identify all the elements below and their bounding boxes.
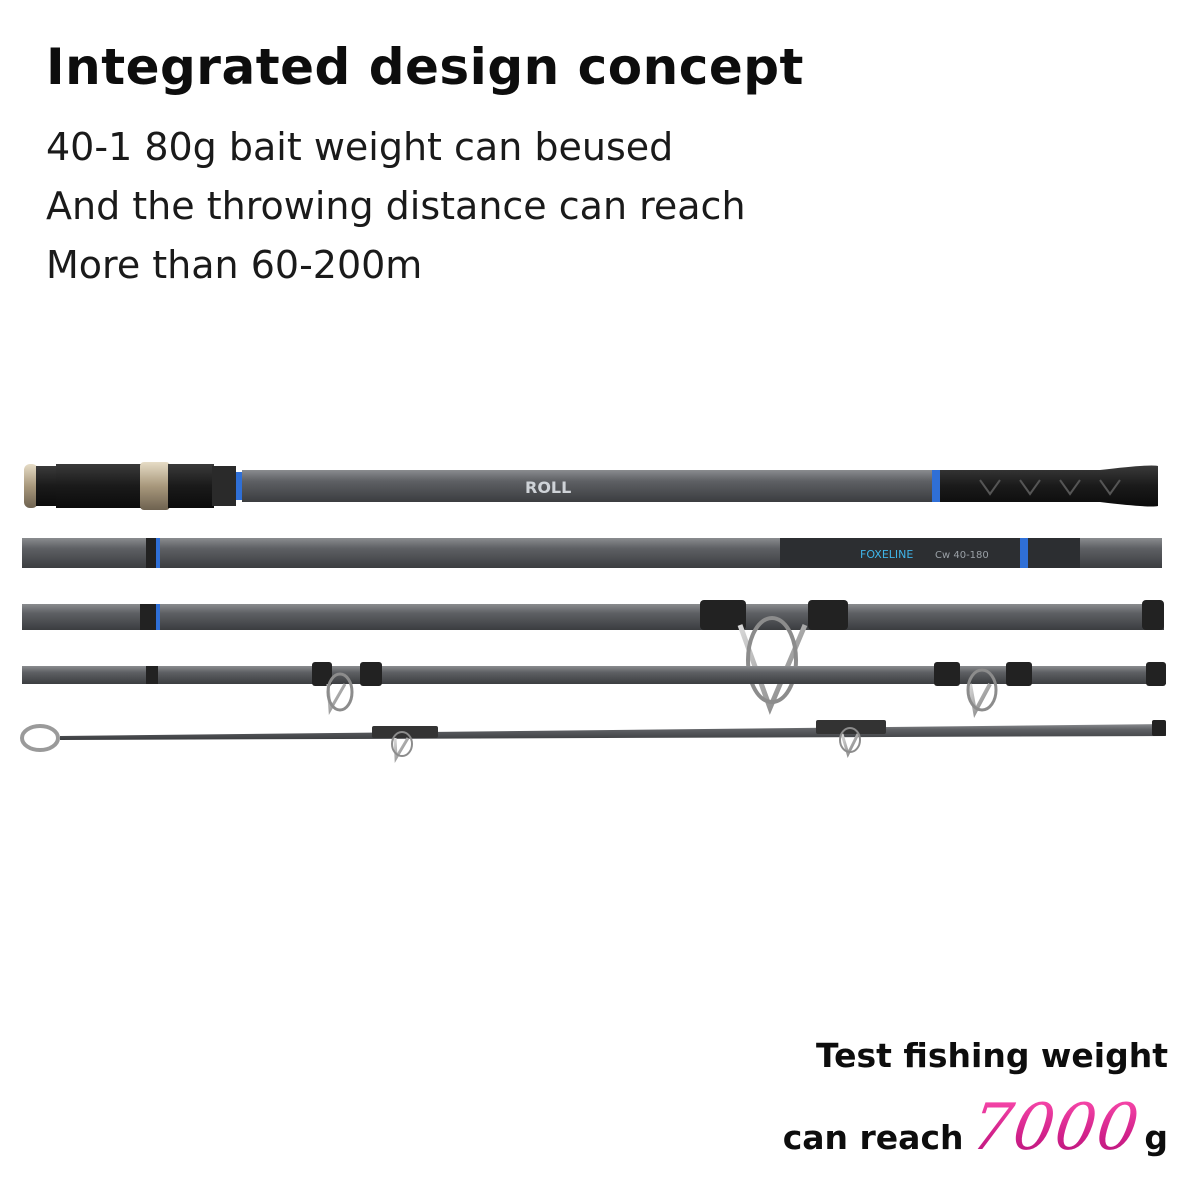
fishing-rod-sections-illustration: ROLL FOXELINE Cw 40-180 <box>20 462 1166 764</box>
rod-section-tip <box>20 720 1166 764</box>
spec-line-throwing-distance: And the throwing distance can reach <box>46 184 746 228</box>
rod-section-3 <box>22 600 1164 715</box>
rod-section2-spec: Cw 40-180 <box>935 550 989 561</box>
rod-section-2: FOXELINE Cw 40-180 <box>22 538 1162 568</box>
rod-brand-mark: ROLL <box>525 478 571 497</box>
rod-section-4 <box>22 662 1166 719</box>
spec-line-distance-range: More than 60-200m <box>46 243 423 287</box>
weight-claim-value: 7000 <box>966 1091 1144 1165</box>
rod-section2-label: FOXELINE <box>860 548 913 561</box>
weight-claim: Test fishing weight can reach 7000 g <box>783 1036 1168 1165</box>
headline: Integrated design concept <box>46 38 804 96</box>
weight-claim-line2: can reach 7000 g <box>783 1091 1168 1165</box>
weight-claim-line1: Test fishing weight <box>816 1036 1168 1075</box>
weight-claim-unit: g <box>1144 1118 1168 1157</box>
weight-claim-prefix: can reach <box>782 1118 964 1157</box>
spec-line-bait-weight: 40-1 80g bait weight can beused <box>46 125 674 169</box>
rod-section-butt: ROLL <box>24 462 1158 510</box>
spec-lines: 40-1 80g bait weight can beused And the … <box>46 118 746 295</box>
